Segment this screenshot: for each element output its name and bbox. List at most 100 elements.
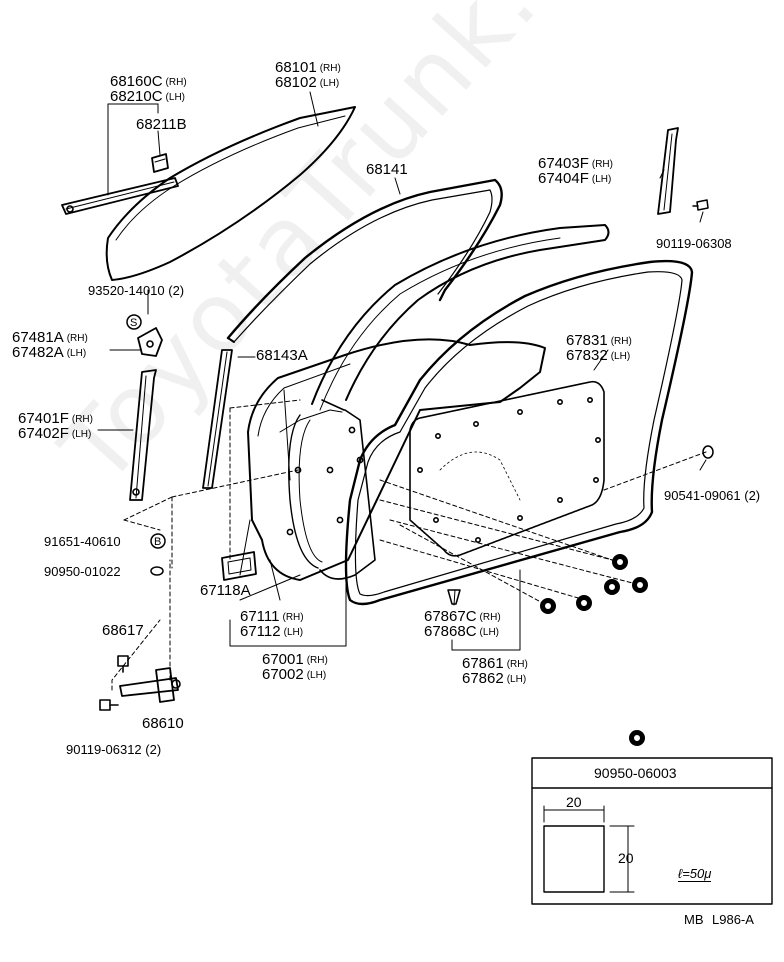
bracket-67481a bbox=[137, 327, 163, 357]
label-67831: 67831(RH) bbox=[566, 333, 632, 349]
label-67832: 67832(LH) bbox=[566, 348, 630, 364]
glass-run bbox=[226, 178, 503, 343]
side: (RH) bbox=[71, 414, 93, 425]
label-90119-06308: 90119-06308 bbox=[656, 236, 732, 251]
label-67862: 67862(LH) bbox=[462, 671, 526, 687]
label-93520: 93520-14010 (2) bbox=[88, 283, 184, 298]
door-glass bbox=[105, 106, 356, 281]
part-number: 67862 bbox=[462, 670, 504, 687]
part-number: 90950-01022 bbox=[44, 564, 121, 579]
door-sash bbox=[311, 224, 610, 580]
part-number: 91651-40610 bbox=[44, 534, 121, 549]
label-68160c: 68160C(RH) bbox=[110, 74, 187, 90]
grommets bbox=[540, 554, 648, 746]
detail-box-height: 20 bbox=[618, 850, 634, 866]
grommet-90950-01022 bbox=[150, 566, 164, 576]
part-number: 67403F bbox=[538, 155, 589, 172]
part-number: 68210C bbox=[110, 88, 163, 105]
label-68617: 68617 bbox=[102, 623, 144, 638]
side: (LH) bbox=[306, 670, 327, 681]
detail-box-part: 90950-06003 bbox=[594, 765, 677, 781]
side: (LH) bbox=[506, 674, 527, 685]
part-number: 67404F bbox=[538, 170, 589, 187]
part-number: 93520-14010 (2) bbox=[88, 283, 185, 298]
label-68141: 68141 bbox=[366, 162, 408, 177]
lower-frame bbox=[202, 349, 233, 489]
label-67401f: 67401F(RH) bbox=[18, 411, 93, 427]
side: (RH) bbox=[66, 333, 88, 344]
clip-68211b bbox=[151, 153, 169, 173]
bolt-68617 bbox=[117, 655, 129, 673]
part-number: 68102 bbox=[275, 74, 317, 91]
label-68210c: 68210C(LH) bbox=[110, 89, 185, 105]
door-weatherstrip bbox=[344, 259, 694, 606]
label-90541: 90541-09061 (2) bbox=[664, 488, 760, 503]
side: (RH) bbox=[506, 659, 528, 670]
side: (RH) bbox=[610, 336, 632, 347]
side: (LH) bbox=[71, 429, 92, 440]
part-number: 67001 bbox=[262, 651, 304, 668]
label-67482a: 67482A(LH) bbox=[12, 345, 86, 361]
label-67861: 67861(RH) bbox=[462, 656, 528, 672]
side: (LH) bbox=[610, 351, 631, 362]
label-91651: 91651-40610 bbox=[44, 534, 121, 549]
division-bar bbox=[129, 369, 157, 501]
label-68102: 68102(LH) bbox=[275, 75, 339, 91]
part-number: 90119-06312 (2) bbox=[66, 742, 162, 757]
side: (LH) bbox=[479, 627, 499, 638]
side: (LH) bbox=[66, 348, 87, 359]
footer-ref: L986-A bbox=[712, 912, 754, 927]
trim-board bbox=[409, 380, 605, 557]
belt-weatherstrip bbox=[61, 177, 179, 215]
part-number: 68101 bbox=[275, 59, 317, 76]
label-67402f: 67402F(LH) bbox=[18, 426, 91, 442]
part-number: 67832 bbox=[566, 347, 608, 364]
part-number: 67861 bbox=[462, 655, 504, 672]
label-67112: 67112(LH) bbox=[240, 624, 303, 640]
label-68101: 68101(RH) bbox=[275, 60, 341, 76]
label-67404f: 67404F(LH) bbox=[538, 171, 611, 187]
part-number: 67481A bbox=[12, 329, 64, 346]
hole-cover-67118a bbox=[221, 551, 257, 581]
part-number: 67111 bbox=[240, 608, 280, 625]
label-67868c: 67868C(LH) bbox=[424, 624, 499, 640]
label-67403f: 67403F(RH) bbox=[538, 156, 613, 172]
part-number: 67002 bbox=[262, 666, 304, 683]
label-68211b: 68211B bbox=[136, 117, 187, 132]
marker-s bbox=[126, 314, 142, 330]
clip-67867c bbox=[447, 589, 461, 605]
label-67002: 67002(LH) bbox=[262, 667, 326, 683]
part-number: 68610 bbox=[142, 715, 184, 732]
label-67867c: 67867C(RH) bbox=[424, 609, 501, 625]
label-67118a: 67118A bbox=[200, 583, 251, 598]
part-number: 68141 bbox=[366, 161, 408, 178]
label-67481a: 67481A(RH) bbox=[12, 330, 88, 346]
grommet-holes bbox=[545, 559, 643, 741]
part-number: 67831 bbox=[566, 332, 608, 349]
part-number: 68160C bbox=[110, 73, 163, 90]
side: (LH) bbox=[591, 174, 612, 185]
side: (LH) bbox=[283, 627, 304, 638]
marker-b bbox=[150, 533, 166, 549]
side: (RH) bbox=[591, 159, 613, 170]
part-number: 67112 bbox=[240, 623, 281, 640]
label-67001: 67001(RH) bbox=[262, 652, 328, 668]
part-number: 67482A bbox=[12, 344, 64, 361]
label-67111: 67111(RH) bbox=[240, 609, 304, 625]
clip-90541 bbox=[702, 445, 714, 459]
detail-box bbox=[531, 757, 773, 905]
door-check bbox=[119, 667, 181, 703]
footer-code: MB bbox=[684, 912, 704, 927]
screw-90119-06308 bbox=[692, 199, 709, 211]
part-number: 68211B bbox=[136, 116, 187, 133]
part-number: 90119-06308 bbox=[656, 236, 732, 251]
bolt-90119-06312 bbox=[99, 699, 119, 711]
marker-letter: B bbox=[154, 536, 162, 548]
label-68143a: 68143A bbox=[256, 348, 308, 363]
part-number: 67402F bbox=[18, 425, 69, 442]
part-number: 67867C bbox=[424, 608, 477, 625]
detail-box-thickness: ℓ=50μ bbox=[678, 866, 712, 882]
part-number: 68143A bbox=[256, 347, 308, 364]
detail-box-width: 20 bbox=[566, 794, 582, 810]
